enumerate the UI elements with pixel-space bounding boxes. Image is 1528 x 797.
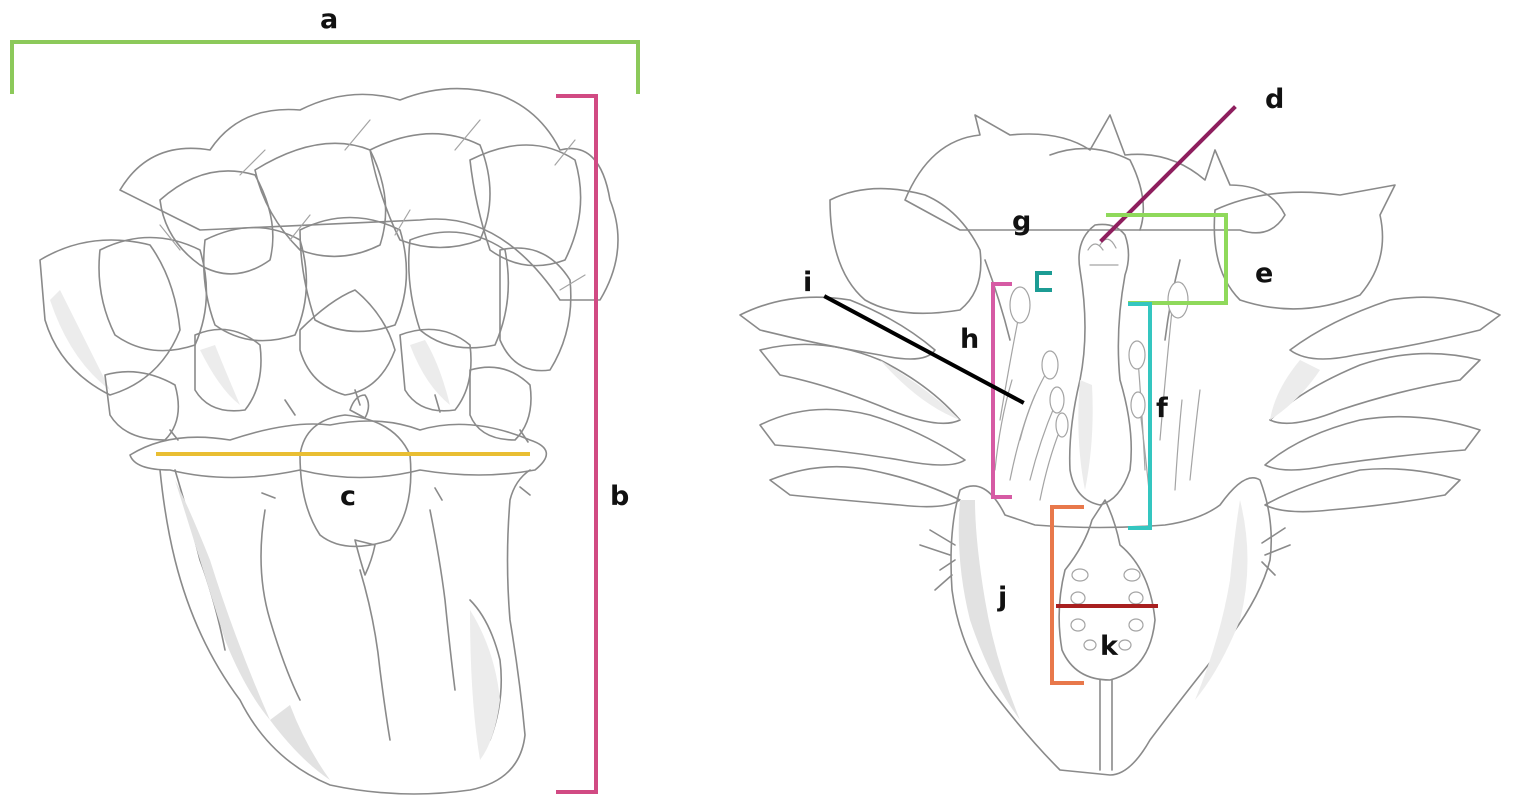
indicator-a-bracket [12, 42, 638, 92]
label-h: h [960, 324, 979, 355]
label-a: a [320, 4, 338, 35]
indicator-g-bracket [1037, 273, 1050, 290]
label-i: i [803, 267, 812, 298]
indicator-e-bracket [1108, 215, 1226, 303]
label-g: g [1012, 206, 1031, 237]
label-d: d [1265, 84, 1284, 115]
label-j: j [997, 582, 1007, 613]
whole-flower-drawing [40, 89, 618, 794]
label-k: k [1100, 631, 1119, 662]
label-b: b [610, 481, 629, 512]
label-f: f [1156, 393, 1168, 424]
label-e: e [1255, 258, 1273, 289]
labels: a b c d e f g h i j k [320, 4, 1284, 662]
label-c: c [340, 481, 356, 512]
indicator-b-bracket [558, 96, 596, 792]
